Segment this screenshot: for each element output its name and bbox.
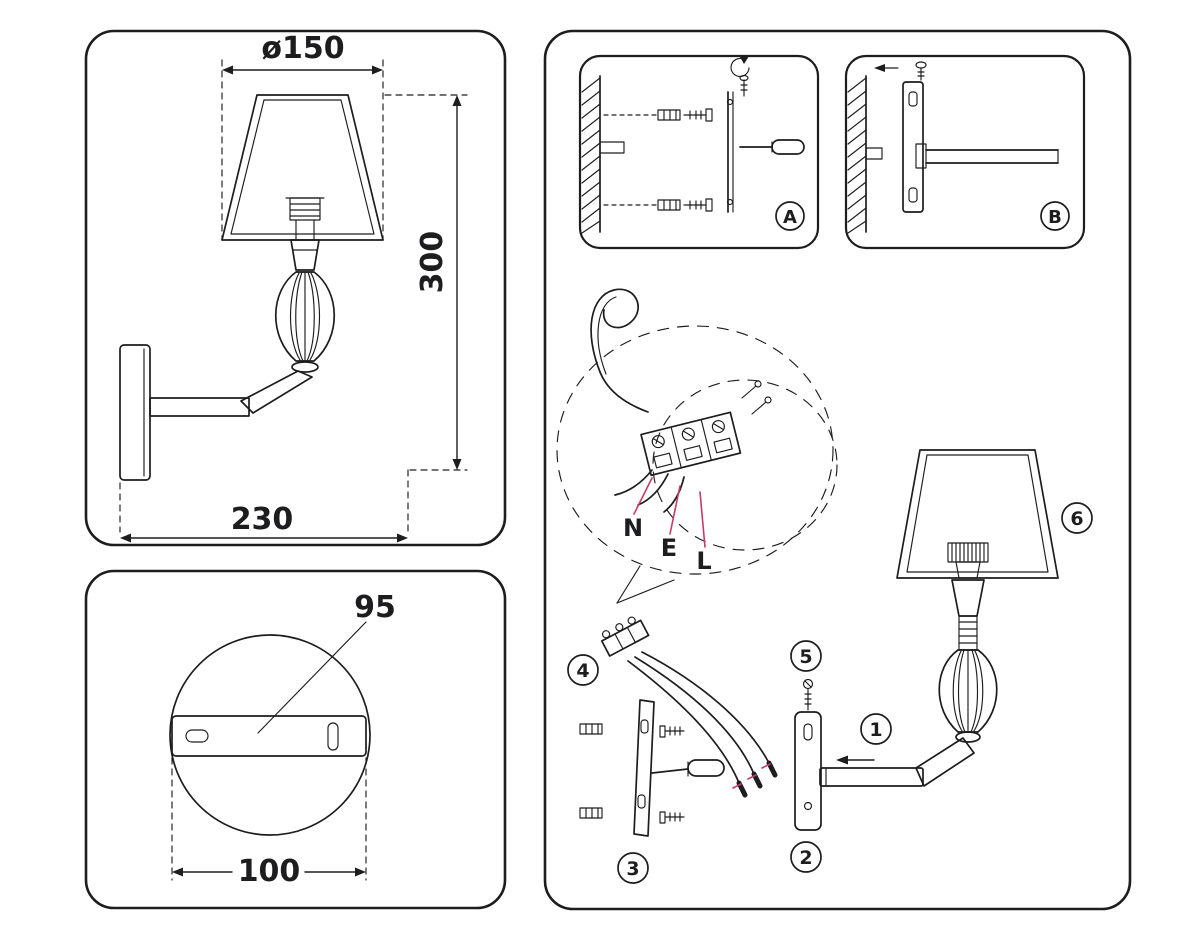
mounting-bracket: [726, 91, 734, 213]
arrow-left-icon: [836, 755, 875, 765]
wall-lamp-assembly: 6: [819, 449, 1093, 787]
step-marker-4: 4: [567, 654, 599, 686]
step-marker-3: 3: [617, 852, 649, 884]
detail-a-label: A: [783, 207, 797, 228]
panel-border: [543, 29, 1132, 911]
dim-depth-label: 230: [231, 502, 294, 537]
lamp-arm-inserted: [915, 143, 1059, 169]
wire-e-label: E: [661, 534, 677, 562]
screw-icon: [915, 61, 927, 81]
step-5-screw: 5: [790, 640, 822, 711]
wiring-zoom-bubble: N E L: [556, 288, 838, 604]
wire-n-label: N: [623, 514, 643, 542]
panel-border: [84, 569, 507, 910]
detail-a-marker: A: [775, 201, 805, 231]
mounting-slot-left: [185, 729, 209, 743]
terminal-block: [640, 411, 742, 477]
step-4-label: 4: [576, 660, 589, 682]
detail-b-marker: B: [1040, 201, 1070, 231]
rotate-screw-icon: [730, 56, 750, 97]
wall-plug-icon: [657, 198, 713, 212]
step-1-arm: 1: [836, 713, 892, 765]
earth-wire-loop: [590, 288, 649, 413]
wall-hatch: [581, 75, 601, 234]
panel-lamp-dimensions: ø150: [84, 29, 507, 547]
dimension-diameter: ø150: [221, 31, 384, 241]
panel-backplate: 95 100: [84, 569, 507, 910]
wall-bracket-edge: [865, 147, 883, 160]
step-marker-6: 6: [1061, 502, 1093, 534]
step-2-label: 2: [799, 847, 812, 869]
wall-plug-icon: [579, 723, 603, 735]
loose-screw-icon: [741, 380, 772, 415]
wire-connector: [600, 616, 650, 657]
lamp-side-view: [119, 94, 384, 481]
backplate-step2: [794, 711, 822, 831]
dimension-plate-width: 100: [171, 757, 367, 889]
screw-icon: [659, 811, 685, 824]
screwdriver-icon: [651, 759, 725, 777]
step-marker-2: 2: [790, 841, 822, 873]
dim-height-label: 300: [415, 231, 450, 294]
dim-plate-width-label: 100: [238, 854, 301, 889]
connector-wires: [627, 651, 778, 798]
mounting-slot-right: [327, 722, 339, 751]
step-4-connector: 4: [567, 616, 778, 798]
step-5-label: 5: [799, 646, 812, 668]
lamp-socket-cup: [290, 239, 320, 271]
terminal-labels: N E L: [623, 477, 712, 575]
screw-icon: [659, 725, 685, 738]
lamp-socket: [951, 579, 985, 651]
step-marker-5: 5: [790, 640, 822, 672]
lamp-arm: [149, 370, 313, 417]
lamp-shade: [896, 449, 1059, 579]
wire-l-label: L: [696, 547, 711, 575]
detail-a-inset: A: [578, 54, 820, 250]
dimension-height: 300: [119, 94, 468, 533]
glass-diffuser: [274, 271, 336, 373]
panel-installation: A: [543, 29, 1132, 911]
dimension-depth: 230: [120, 502, 408, 543]
mounting-bracket-step3: [633, 699, 655, 837]
dim-hole-spacing-label: 95: [354, 590, 396, 625]
step-marker-1: 1: [860, 713, 892, 745]
step-1-label: 1: [869, 719, 882, 741]
wall-plug-icon: [657, 108, 713, 122]
wall-plate: [119, 344, 151, 481]
detail-b-inset: B: [844, 54, 1086, 250]
step-6-label: 6: [1070, 508, 1083, 530]
step-3-mounting: 3: [579, 699, 725, 884]
glass-diffuser: [938, 649, 998, 733]
dim-diameter-label: ø150: [261, 31, 344, 66]
screw-icon: [802, 678, 814, 711]
dimension-hole-spacing: 95: [257, 590, 396, 734]
wall-hatch: [847, 75, 867, 234]
screwdriver-icon: [739, 139, 805, 155]
panel-border: [84, 29, 507, 547]
detail-b-label: B: [1048, 207, 1062, 228]
wall-bracket-edge: [599, 141, 625, 154]
lamp-shade: [221, 94, 384, 241]
wall-plug-icon: [579, 807, 603, 819]
backplate-drawing: [169, 634, 371, 836]
step-3-label: 3: [626, 858, 639, 880]
step-2-backplate: 2: [790, 711, 822, 873]
arrow-left-icon: [874, 64, 899, 72]
mounting-bracket: [902, 81, 924, 213]
